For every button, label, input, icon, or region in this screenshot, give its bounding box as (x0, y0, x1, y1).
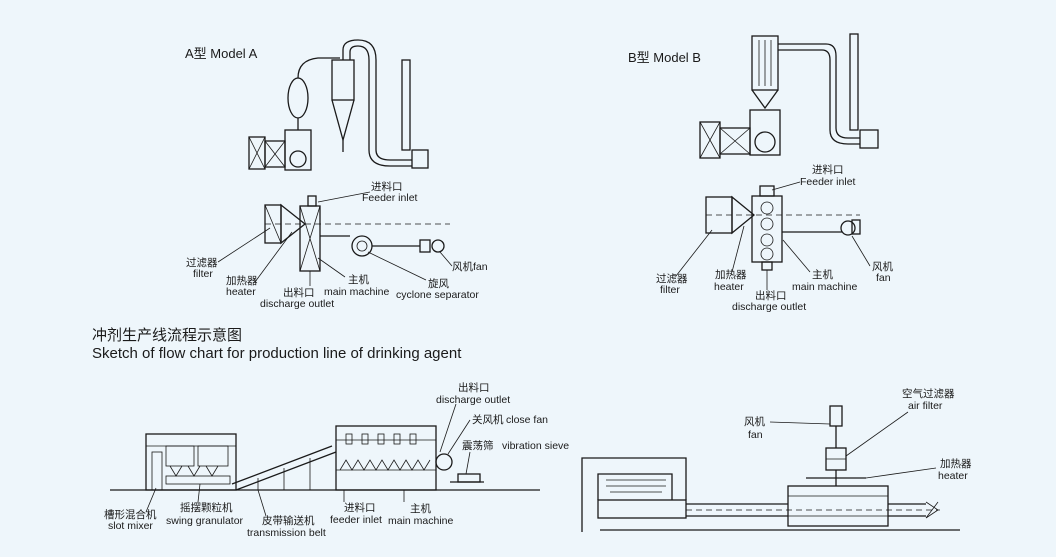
model-a-filter-en: filter (193, 268, 213, 280)
line-outlet-en: discharge outlet (436, 394, 510, 406)
model-a-outlet-cn: 出料口 (283, 286, 315, 299)
model-b-heater-en: heater (714, 281, 744, 293)
line-feeder-cn: 进料口 (344, 501, 376, 514)
line-feeder-en: feeder inlet (330, 514, 382, 526)
right-heater-en: heater (938, 470, 968, 482)
right-fan-en: fan (748, 429, 763, 441)
line-close-fan-cn: 关风机 (472, 413, 504, 426)
model-a-outlet-en: discharge outlet (260, 298, 334, 310)
model-a-cyclone-cn: 旋风 (428, 277, 449, 290)
production-line (110, 425, 540, 491)
model-b-main-en: main machine (792, 281, 858, 293)
model-b-title: B型 Model B (628, 50, 701, 65)
section-title-cn: 冲剂生产线流程示意图 (92, 326, 242, 344)
model-a-cyclone-en: cyclone separator (396, 289, 479, 301)
line-main-en: main machine (388, 515, 454, 527)
line-close-fan-en: close fan (506, 414, 548, 426)
model-b-filter-en: filter (660, 284, 680, 296)
model-a-heater-en: heater (226, 286, 256, 298)
right-airfilter-en: air filter (908, 400, 943, 412)
model-b-feeder-inlet-cn: 进料口 (812, 163, 844, 176)
model-b-fan-en: fan (876, 272, 891, 284)
model-a-filter-cn: 过滤器 (186, 256, 218, 269)
line-granulator-en: swing granulator (166, 515, 244, 527)
line-mixer-en: slot mixer (108, 520, 153, 532)
model-b-elevation (699, 33, 879, 159)
model-a-fan-label: 风机fan (452, 260, 488, 273)
right-flow-diagram (581, 405, 960, 532)
line-sieve-cn: 震荡筛 (462, 439, 494, 452)
model-a-elevation (248, 39, 429, 171)
section-title-en: Sketch of flow chart for production line… (92, 345, 462, 362)
line-main-cn: 主机 (410, 502, 431, 515)
line-granulator-cn: 摇摆颗粒机 (180, 501, 233, 514)
model-a-feeder-inlet-en: Feeder inlet (362, 192, 418, 204)
model-b-heater-cn: 加热器 (715, 268, 747, 281)
model-a-feeder-inlet-cn: 进料口 (371, 180, 403, 193)
line-sieve-en: vibration sieve (502, 440, 569, 452)
line-belt-cn: 皮带输送机 (262, 514, 315, 527)
model-b-outlet-cn: 出料口 (755, 289, 787, 302)
model-a-main-en: main machine (324, 286, 390, 298)
model-a-title: A型 Model A (185, 46, 258, 61)
line-belt-en: transmission belt (247, 527, 326, 539)
model-b-feeder-inlet-en: Feeder inlet (800, 176, 856, 188)
right-heater-cn: 加热器 (940, 457, 972, 470)
model-b-fan-cn: 风机 (872, 260, 893, 273)
model-a-plan (264, 195, 450, 272)
model-b-filter-cn: 过滤器 (656, 272, 688, 285)
line-outlet-cn: 出料口 (458, 381, 490, 394)
model-b-main-cn: 主机 (812, 268, 833, 281)
right-fan-cn: 风机 (744, 415, 765, 428)
model-b-outlet-en: discharge outlet (732, 301, 806, 313)
line-mixer-cn: 槽形混合机 (104, 508, 157, 521)
model-a-main-cn: 主机 (348, 273, 369, 286)
model-b-plan (705, 185, 861, 271)
model-a-heater-cn: 加热器 (226, 274, 258, 287)
right-airfilter-cn: 空气过滤器 (902, 387, 955, 400)
